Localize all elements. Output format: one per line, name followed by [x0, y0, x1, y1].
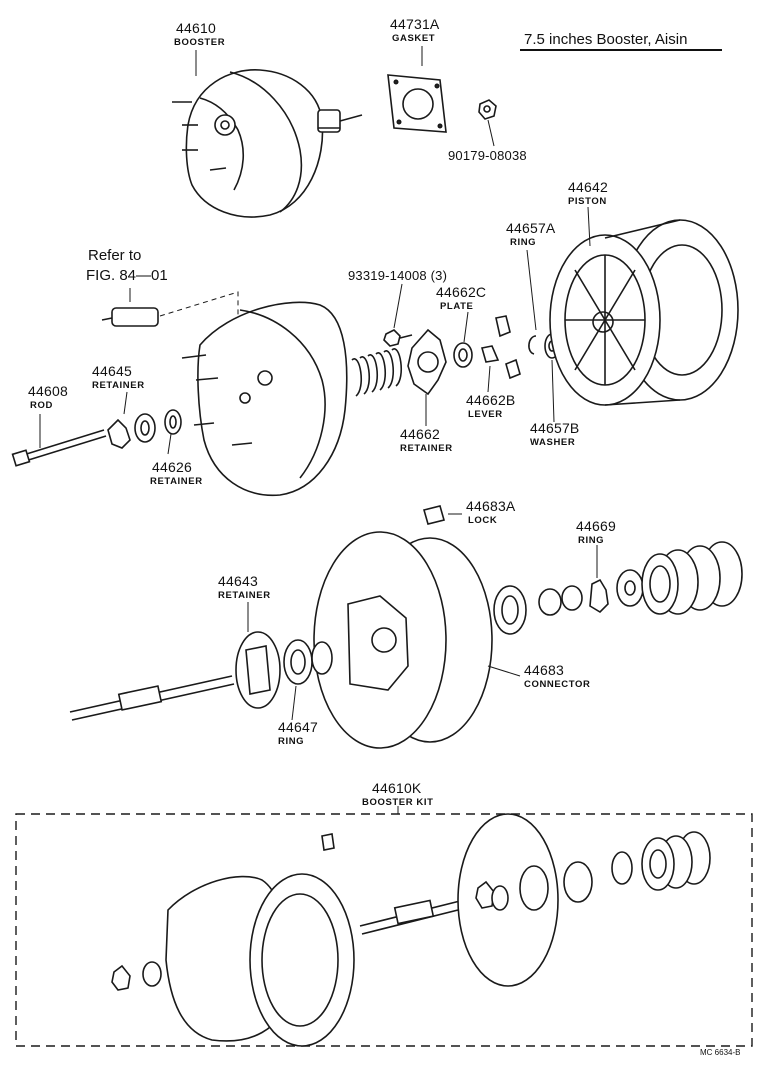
front-shell-connector-drawing: [313, 531, 493, 749]
part-number-44683a: 44683A: [466, 498, 516, 514]
booster-kit-boundary: [15, 813, 753, 1047]
refer-note-line2: FIG. 84—01: [86, 267, 168, 284]
seal-stack-drawing: [493, 569, 644, 635]
ring-44647-drawing: [283, 639, 333, 685]
part-name-booster: BOOSTER: [174, 37, 226, 48]
part-number-44657a: 44657A: [506, 220, 556, 236]
part-name-ring-44669: RING: [578, 535, 605, 546]
part-name-lock: LOCK: [468, 515, 498, 526]
part-number-44683: 44683: [524, 662, 564, 678]
part-number-44662: 44662: [400, 426, 440, 442]
part-number-44662c: 44662C: [436, 284, 487, 300]
booster-kit-drawing: [111, 813, 711, 1047]
gasket-drawing: [387, 74, 447, 133]
piston-drawing: [549, 219, 739, 406]
plate-drawing: [453, 342, 473, 368]
rod-drawing: [11, 429, 107, 467]
nut-drawing: [478, 99, 497, 147]
part-name-retainer-44643: RETAINER: [218, 590, 271, 601]
part-number-44647: 44647: [278, 719, 318, 735]
part-name-gasket: GASKET: [392, 33, 436, 44]
part-name-rod: ROD: [30, 400, 53, 411]
retainer-44662-drawing: [407, 328, 447, 396]
bolt-drawing: [383, 329, 413, 347]
part-number-90179-08038: 90179-08038: [448, 148, 527, 163]
part-name-lever: LEVER: [468, 409, 503, 420]
leader-lines: [39, 46, 598, 814]
retainer-44645-drawing: [107, 413, 156, 449]
part-name-piston: PISTON: [568, 196, 607, 207]
part-name-plate: PLATE: [440, 301, 474, 312]
part-name-connector: CONNECTOR: [524, 679, 591, 690]
part-number-44669: 44669: [576, 518, 616, 534]
figure-code: MC 6634-B: [700, 1048, 741, 1057]
part-number-44645: 44645: [92, 363, 132, 379]
part-number-93319-14008: 93319-14008 (3): [348, 268, 448, 283]
part-number-44643: 44643: [218, 573, 258, 589]
part-number-44731a: 44731A: [390, 16, 440, 32]
push-rod-drawing: [69, 675, 235, 721]
bellows-boot-drawing: [641, 541, 743, 615]
part-number-44662b: 44662B: [466, 392, 516, 408]
part-number-44626: 44626: [152, 459, 192, 475]
booster-assembly-drawing: [172, 69, 363, 218]
lock-drawing: [423, 505, 462, 525]
part-number-44610k: 44610K: [372, 780, 422, 796]
part-name-retainer-44662: RETAINER: [400, 443, 453, 454]
page-title: 7.5 inches Booster, Aisin: [524, 31, 688, 48]
rear-shell-drawing: [181, 301, 348, 497]
part-number-44610: 44610: [176, 20, 216, 36]
part-number-44657b: 44657B: [530, 420, 580, 436]
part-name-ring-44647: RING: [278, 736, 305, 747]
part-name-retainer-44626: RETAINER: [150, 476, 203, 487]
lever-drawing: [480, 315, 521, 380]
part-name-retainer-44645: RETAINER: [92, 380, 145, 391]
retainer-44626-drawing: [164, 409, 182, 435]
part-name-washer: WASHER: [530, 437, 576, 448]
part-name-booster-kit: BOOSTER KIT: [362, 797, 434, 808]
refer-note-line1: Refer to: [88, 247, 142, 264]
part-number-44608: 44608: [28, 383, 68, 399]
part-number-44642: 44642: [568, 179, 608, 195]
part-name-ring-44657a: RING: [510, 237, 537, 248]
retainer-44643-drawing: [235, 631, 281, 709]
return-spring-drawing: [351, 348, 403, 397]
